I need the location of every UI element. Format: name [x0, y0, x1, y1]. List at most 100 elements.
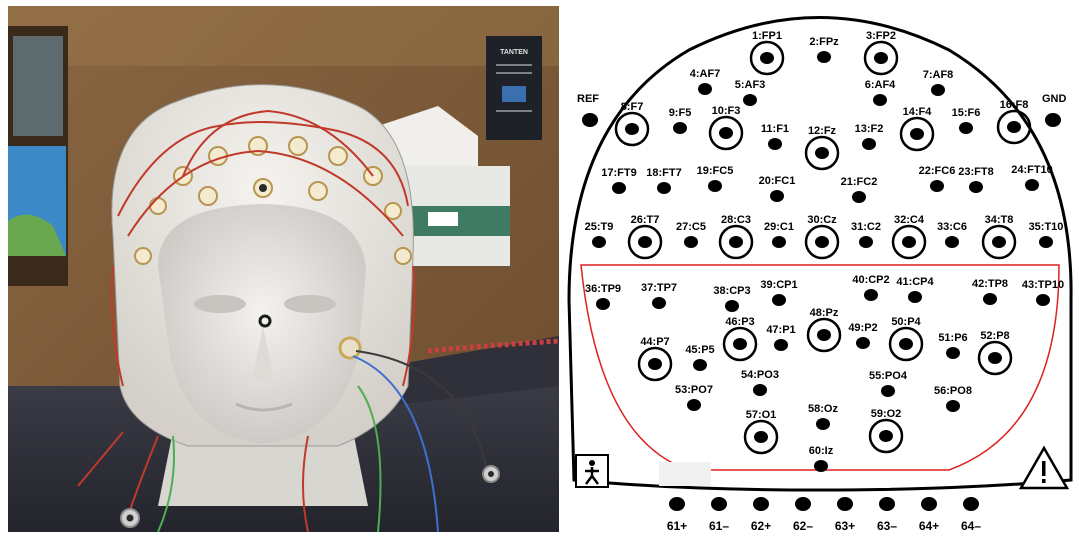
- electrode-dot: [1039, 236, 1053, 248]
- electrode-dot: [693, 359, 707, 371]
- electrode-dot: [687, 399, 701, 411]
- electrode-label: 49:P2: [848, 322, 877, 334]
- electrode-dot: [684, 236, 698, 248]
- electrode-label: 32:C4: [894, 214, 925, 226]
- electrode-label: 11:F1: [761, 123, 789, 135]
- electrode-label: 53:PO7: [675, 384, 713, 396]
- electrode-label: 43:TP10: [1022, 279, 1064, 291]
- bipolar-dot: [921, 497, 937, 511]
- electrode-dot: [638, 236, 652, 248]
- electrode-dot: [754, 431, 768, 443]
- electrode-dot: [859, 236, 873, 248]
- electrode-label: 40:CP2: [852, 274, 889, 286]
- sign-text: TANTEN: [500, 49, 528, 56]
- electrode-dot: [814, 460, 828, 472]
- person-icon: [576, 455, 608, 487]
- electrode-dot: [719, 127, 733, 139]
- bipolar-electrode-6: 63–: [877, 497, 897, 533]
- electrode-dot: [959, 122, 973, 134]
- electrode-dot: [864, 289, 878, 301]
- electrode-label: 47:P1: [766, 324, 795, 336]
- electrode-dot: [946, 400, 960, 412]
- electrode-dot: [657, 182, 671, 194]
- bipolar-dot: [795, 497, 811, 511]
- electrode-label: 21:FC2: [841, 176, 878, 188]
- electrode-label: 28:C3: [721, 214, 751, 226]
- electrode-dot: [992, 236, 1006, 248]
- ref-label: REF: [577, 93, 599, 105]
- electrode-dot: [652, 297, 666, 309]
- electrode-label: 59:O2: [871, 408, 902, 420]
- electrode-dot: [592, 236, 606, 248]
- bipolar-label: 63–: [877, 519, 897, 533]
- electrode-label: 46:P3: [725, 316, 754, 328]
- bipolar-label: 63+: [835, 519, 855, 533]
- electrode-label: 30:Cz: [807, 214, 837, 226]
- electrode-label: 35:T10: [1029, 221, 1064, 233]
- electrode-label: 25:T9: [585, 221, 614, 233]
- electrode-label: 5:AF3: [735, 79, 766, 91]
- bipolar-electrode-4: 62–: [793, 497, 813, 533]
- electrode-label: 9:F5: [669, 107, 692, 119]
- bipolar-electrode-3: 62+: [751, 497, 771, 533]
- bipolar-electrode-1: 61+: [667, 497, 687, 533]
- electrode-label: 34:T8: [985, 214, 1014, 226]
- electrode-label: 50:P4: [891, 316, 921, 328]
- electrode-dot: [770, 190, 784, 202]
- electrode-dot: [856, 337, 870, 349]
- bipolar-dot: [963, 497, 979, 511]
- bipolar-label: 62–: [793, 519, 813, 533]
- electrode-label: 54:PO3: [741, 369, 779, 381]
- bipolar-electrode-7: 64+: [919, 497, 939, 533]
- bipolar-dot: [753, 497, 769, 511]
- electrode-dot: [1036, 294, 1050, 306]
- electrode-label: 7:AF8: [923, 69, 954, 81]
- electrode-label: 1:FP1: [752, 30, 782, 42]
- electrode-dot: [862, 138, 876, 150]
- electrode-label: 18:FT7: [646, 167, 681, 179]
- electrode-dot: [873, 94, 887, 106]
- electrode-dot: [760, 52, 774, 64]
- eeg-cap-photo: TANTEN: [8, 6, 559, 532]
- electrode-label: 26:T7: [631, 214, 660, 226]
- bipolar-layer: 61+ 61– 62+ 62– 63+ 63– 64+ 64–: [667, 497, 982, 533]
- electrode-label: 3:FP2: [866, 30, 896, 42]
- electrode-label: 37:TP7: [641, 282, 677, 294]
- electrode-dot: [908, 291, 922, 303]
- electrode-dot: [945, 236, 959, 248]
- electrode-label: 27:C5: [676, 221, 706, 233]
- gnd-electrode: [1045, 113, 1061, 127]
- electrode-label: 4:AF7: [690, 68, 721, 80]
- electrode-label: 12:Fz: [808, 125, 837, 137]
- bipolar-electrode-2: 61–: [709, 497, 729, 533]
- electrode-dot: [817, 51, 831, 63]
- electrode-dot: [768, 138, 782, 150]
- bipolar-label: 64–: [961, 519, 981, 533]
- ear-electrode: [340, 338, 360, 358]
- electrode-dot: [815, 236, 829, 248]
- electrode-label: 29:C1: [764, 221, 794, 233]
- electrode-label: 52:P8: [980, 330, 1009, 342]
- electrode-label: 33:C6: [937, 221, 967, 233]
- electrode-dot: [753, 384, 767, 396]
- electrode-label: 41:CP4: [896, 276, 934, 288]
- electrode-dot: [673, 122, 687, 134]
- electrode-label: 57:O1: [746, 409, 777, 421]
- electrode-layout-svg: REF GND 1:FP12:FPz3:FP24:AF75:AF36:AF47:…: [559, 0, 1079, 541]
- electrode-label: 14:F4: [903, 106, 933, 118]
- electrode-label: 51:P6: [938, 332, 967, 344]
- electrode-dot: [881, 385, 895, 397]
- ref-electrode: [582, 113, 598, 127]
- electrode-label: 39:CP1: [760, 279, 797, 291]
- electrode-dot: [612, 182, 626, 194]
- electrode-label: 44:P7: [640, 336, 669, 348]
- electrode-dot: [902, 236, 916, 248]
- electrode-dot: [596, 298, 610, 310]
- electrode-dot: [816, 418, 830, 430]
- electrode-label: 15:F6: [952, 107, 981, 119]
- electrode-label: 13:F2: [855, 123, 884, 135]
- electrode-label: 19:FC5: [697, 165, 734, 177]
- electrode-dot: [772, 236, 786, 248]
- electrode-label: 31:C2: [851, 221, 881, 233]
- electrode-dot: [931, 84, 945, 96]
